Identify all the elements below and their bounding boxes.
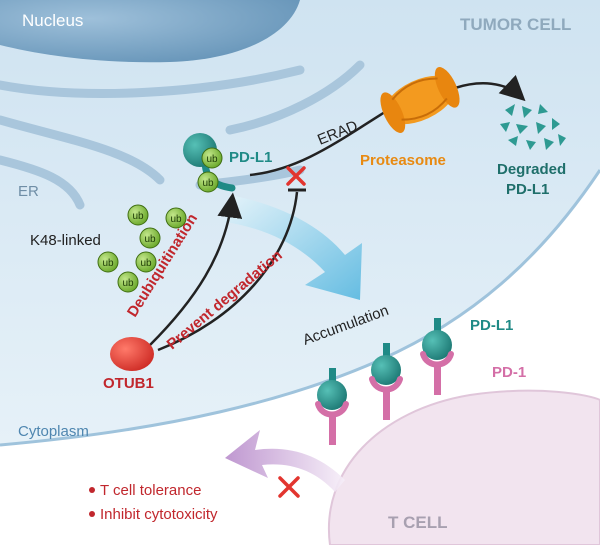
pd1-label: PD-1: [492, 364, 526, 381]
nucleus-label: Nucleus: [22, 11, 83, 30]
tcell-signal-arrow: [225, 430, 345, 492]
prevent-degradation-arrow: [157, 191, 299, 352]
ubiquitin-icon: ub: [201, 147, 223, 169]
ubiquitin-icon: ub: [135, 251, 157, 273]
proteasome-icon: [380, 67, 460, 133]
svg-text:ub: ub: [170, 214, 182, 225]
tcell-label: T CELL: [388, 513, 448, 532]
erad-arrow: [249, 110, 386, 177]
ubiquitin-icon: ub: [97, 251, 119, 273]
block-x-icon: [278, 476, 300, 498]
ubiquitin-icon: ub: [139, 227, 161, 249]
bullet-inhibit-cytotoxicity: Inhibit cytotoxicity: [100, 506, 218, 523]
ubiquitin-group: ub ub ub ub ub ub ub ub: [97, 147, 223, 293]
bullet-dot: [89, 487, 95, 493]
cytoplasm-label: Cytoplasm: [18, 423, 89, 440]
bullet-dot: [89, 511, 95, 517]
ubiquitin-icon: ub: [127, 204, 149, 226]
svg-text:ub: ub: [132, 211, 144, 222]
bullet-tcell-tolerance: T cell tolerance: [100, 482, 201, 499]
pdl1-pd1-pair: [369, 343, 403, 420]
otub1-label: OTUB1: [103, 375, 154, 392]
svg-text:ub: ub: [102, 258, 114, 269]
k48-label: K48-linked: [30, 232, 101, 249]
surface-pdl1-pd1-pairs: [315, 318, 454, 445]
block-x-icon: [286, 166, 306, 186]
degraded-label-1: Degraded: [497, 161, 566, 178]
pdl1-er-label: PD-L1: [229, 149, 272, 166]
degraded-label-2: PD-L1: [506, 181, 549, 198]
ubiquitin-icon: ub: [197, 171, 219, 193]
svg-text:ub: ub: [122, 278, 134, 289]
svg-text:ub: ub: [202, 178, 214, 189]
tumor-cell-label: TUMOR CELL: [460, 15, 571, 34]
accumulation-arrow: [225, 195, 362, 300]
otub1-icon: [110, 337, 154, 371]
t-cell-body: [327, 389, 600, 545]
pdl1-surface-label: PD-L1: [470, 317, 513, 334]
svg-text:ub: ub: [144, 234, 156, 245]
proteasome-to-degraded-arrow: [454, 74, 526, 102]
pdl1-pd1-pair: [315, 368, 349, 445]
ubiquitin-icon: ub: [117, 271, 139, 293]
ubiquitin-icon: ub: [165, 207, 187, 229]
svg-text:ub: ub: [206, 154, 218, 165]
er-label: ER: [18, 183, 39, 200]
pdl1-pd1-pair: [420, 318, 454, 395]
nucleus: [0, 0, 300, 63]
deubiquitination-arrow: [149, 192, 243, 346]
proteasome-label: Proteasome: [360, 152, 446, 169]
degraded-fragments-icon: [500, 104, 566, 150]
svg-text:ub: ub: [140, 258, 152, 269]
